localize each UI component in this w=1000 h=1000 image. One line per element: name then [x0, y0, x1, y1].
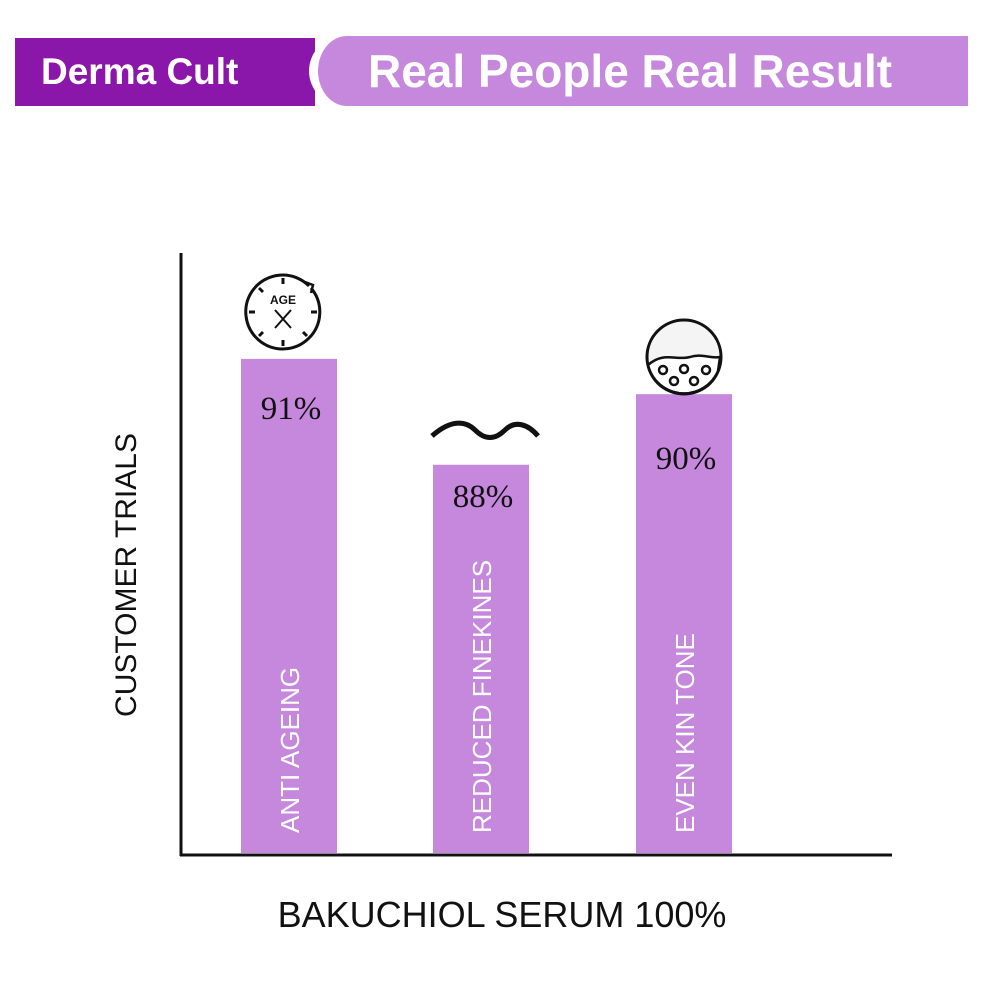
skin-pores-icon — [645, 318, 723, 396]
bar-1 — [241, 358, 337, 853]
data-label: 90% — [656, 441, 717, 477]
x-axis-label: BAKUCHIOL SERUM 100% — [278, 894, 727, 935]
brand-label: Derma Cult — [15, 38, 315, 106]
bar-2 — [433, 464, 529, 853]
bar-3 — [636, 394, 732, 853]
y-axis-label: CUSTOMER TRIALS — [110, 433, 143, 717]
data-label: 91% — [261, 391, 322, 427]
tagline-banner: Real People Real Result — [312, 36, 968, 106]
wrinkle-wave-icon — [430, 420, 540, 440]
category-label: ANTI AGEING — [275, 667, 305, 833]
data-label: 88% — [453, 479, 514, 515]
svg-text:AGE: AGE — [270, 293, 296, 307]
category-label: REDUCED FINEKINES — [467, 560, 497, 833]
age-clock-icon: AGE — [244, 273, 322, 351]
category-label: EVEN KIN TONE — [670, 633, 700, 833]
